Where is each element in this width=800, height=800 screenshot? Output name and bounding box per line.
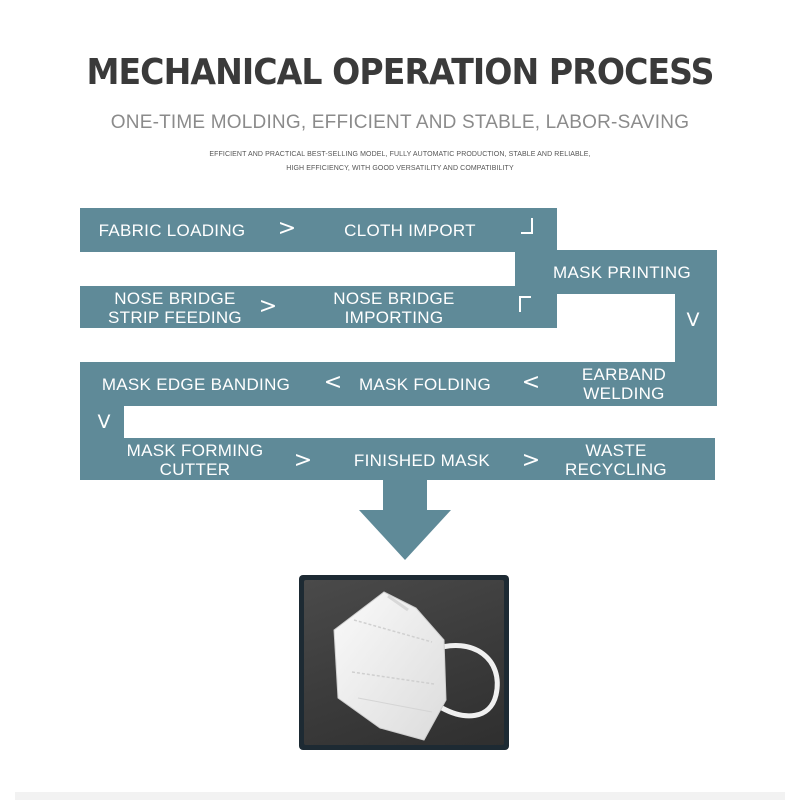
flow-row-1 (80, 208, 557, 252)
step-label-line: STRIP FEEDING (108, 308, 242, 327)
description-line-2: HIGH EFFICIENCY, WITH GOOD VERSATILITY A… (286, 165, 514, 172)
step-finished-mask: FINISHED MASK (353, 450, 491, 470)
flow-row-3 (80, 286, 557, 328)
flow-row-4 (80, 362, 717, 406)
step-label-line: MASK FORMING (126, 441, 264, 460)
arrow-left-icon: < (521, 369, 541, 395)
step-label-line: WELDING (583, 384, 665, 403)
step-label-line: NOSE BRIDGE (333, 289, 455, 308)
product-photo (304, 580, 504, 745)
step-cloth-import: CLOTH IMPORT (344, 220, 476, 240)
bottom-divider (15, 792, 785, 800)
step-earband-welding: EARBAND WELDING (566, 364, 682, 404)
step-waste-recycling: WASTE RECYCLING (558, 440, 674, 480)
corner-down-icon (521, 218, 533, 234)
flow-row-5 (80, 438, 715, 480)
step-label-line: RECYCLING (565, 460, 667, 479)
step-fabric-loading: FABRIC LOADING (98, 220, 246, 240)
flow-connector-left (80, 404, 124, 440)
arrow-left-icon: < (323, 369, 343, 395)
step-mask-edge-banding: MASK EDGE BANDING (101, 374, 291, 394)
step-mask-forming-cutter: MASK FORMING CUTTER (118, 440, 272, 480)
page-title: MECHANICAL OPERATION PROCESS (86, 52, 714, 93)
big-down-arrow-icon (359, 478, 451, 560)
step-mask-printing: MASK PRINTING (552, 262, 692, 282)
step-label-line: IMPORTING (344, 308, 444, 327)
face-mask-image (333, 591, 500, 741)
arrow-down-icon: V (686, 309, 700, 331)
flow-connector-right (675, 292, 717, 372)
arrow-down-icon: V (97, 411, 111, 433)
step-label-line: NOSE BRIDGE (114, 289, 236, 308)
corner-up-icon (519, 296, 531, 312)
step-nose-bridge-strip-feeding: NOSE BRIDGE STRIP FEEDING (95, 288, 255, 328)
step-mask-folding: MASK FOLDING (358, 374, 492, 394)
arrow-right-icon: > (521, 447, 541, 473)
description-line-1: EFFICIENT AND PRACTICAL BEST-SELLING MOD… (209, 151, 591, 158)
arrow-right-icon: > (293, 447, 313, 473)
step-label-line: CUTTER (159, 460, 231, 479)
arrow-right-icon: > (277, 215, 297, 241)
step-label-line: EARBAND (581, 365, 667, 384)
step-nose-bridge-importing: NOSE BRIDGE IMPORTING (318, 288, 470, 328)
arrow-right-icon: > (258, 293, 278, 319)
page-subtitle: ONE-TIME MOLDING, EFFICIENT AND STABLE, … (110, 112, 690, 133)
step-label-line: WASTE (585, 441, 647, 460)
